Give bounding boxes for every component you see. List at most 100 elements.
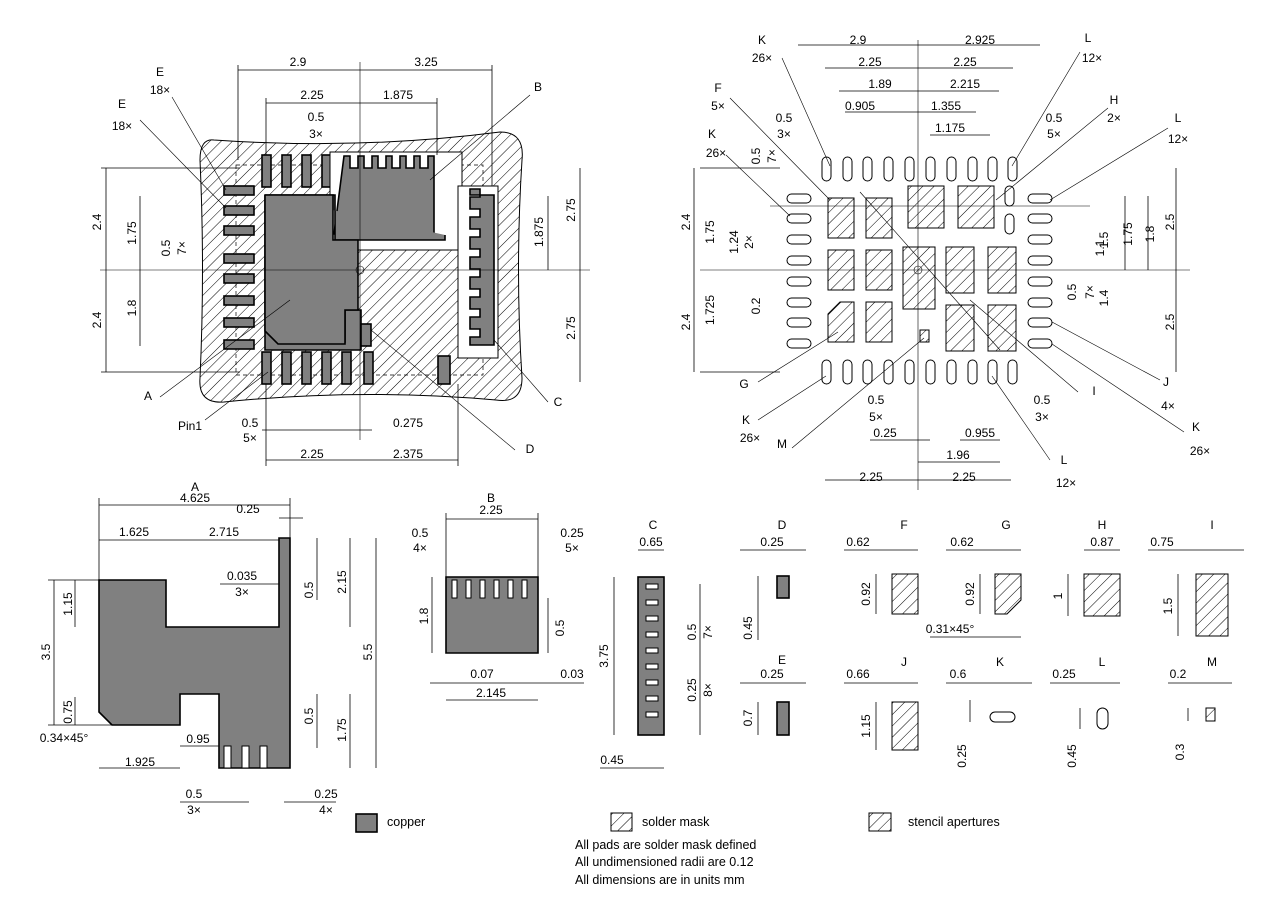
dim-text: 0.5 — [1046, 111, 1063, 125]
dim-text: 2.25 — [300, 447, 324, 461]
dim-text: 3× — [1035, 410, 1049, 424]
dim-text: 5× — [565, 541, 579, 555]
dim-text: 3.25 — [414, 55, 438, 69]
callout-label: J — [1163, 375, 1169, 389]
legend: copper solder mask stencil apertures All… — [355, 812, 1000, 887]
dim-text: 0.5 — [1034, 393, 1051, 407]
callout-label: 12× — [1056, 476, 1076, 490]
callout-label: K — [758, 33, 766, 47]
note-line: All pads are solder mask defined — [575, 838, 756, 852]
detail-b: B 2.25 0.5 4× 0.25 5× 1.8 0.5 0.07 0.03 … — [412, 491, 584, 701]
detail-label: M — [1207, 655, 1217, 669]
detail-label: E — [778, 653, 786, 667]
dim-text: 0.45 — [1065, 744, 1079, 768]
detail-label: A — [191, 480, 199, 494]
callout-label: 12× — [1082, 51, 1102, 65]
callout-label: A — [144, 389, 152, 403]
dim-text: 2.25 — [952, 470, 976, 484]
callout-label: E — [118, 97, 126, 111]
callout-label: K — [1192, 420, 1200, 434]
dim-text: 0.955 — [965, 426, 995, 440]
detail-label: H — [1098, 518, 1107, 532]
dim-text: 2.75 — [564, 316, 578, 340]
detail-m: M 0.2 0.3 — [1168, 655, 1232, 760]
dim-text: 7× — [701, 625, 715, 639]
callout-label: G — [739, 377, 748, 391]
callout-label: K — [742, 413, 750, 427]
dim-text: 8× — [701, 683, 715, 697]
dim-text: 3× — [187, 803, 201, 817]
dim-text: 0.5 — [302, 581, 316, 598]
callout-label: L — [1175, 111, 1182, 125]
dim-text: 5.5 — [361, 643, 375, 660]
dim-text: 1.15 — [859, 714, 873, 738]
dim-text: 0.87 — [1090, 535, 1114, 549]
dim-text: 1.8 — [125, 299, 139, 316]
dim-text: 1.24 — [727, 230, 741, 254]
dim-text: 2.9 — [850, 33, 867, 47]
dim-text: 1.8 — [1143, 225, 1157, 242]
solder-mask-swatch — [610, 812, 633, 832]
dim-text: 2.25 — [858, 55, 882, 69]
detail-label: F — [900, 518, 907, 532]
dim-text: 0.3 — [1173, 743, 1187, 760]
dim-text: 2.25 — [953, 55, 977, 69]
dim-text: 0.34×45° — [40, 731, 89, 745]
dim-text: 0.035 — [227, 569, 257, 583]
callout-label: 18× — [150, 83, 170, 97]
dim-text: 2.5 — [1163, 213, 1177, 230]
detail-label: L — [1099, 655, 1106, 669]
dim-text: 0.75 — [1150, 535, 1174, 549]
dim-text: 0.5 — [776, 111, 793, 125]
dim-text: 3× — [777, 127, 791, 141]
callout-label: L — [1085, 31, 1092, 45]
right-view: 2.9 2.925 2.25 2.25 1.89 2.215 0.905 1.3… — [679, 31, 1210, 490]
dim-text: 2.9 — [290, 55, 307, 69]
callout-label: B — [534, 80, 542, 94]
left-pads — [223, 185, 255, 350]
dim-text: 1.625 — [119, 525, 149, 539]
dim-text: 1 — [1051, 592, 1065, 599]
dim-text: 0.62 — [846, 535, 870, 549]
detail-c: C 0.65 3.75 0.5 7× 0.25 8× 0.45 — [597, 518, 715, 769]
dim-text: 0.25 — [760, 535, 784, 549]
dim-text: 0.25 — [955, 744, 969, 768]
dim-text: 7× — [175, 241, 189, 255]
dim-text: 5× — [1047, 127, 1061, 141]
dim-text: 0.6 — [950, 667, 967, 681]
dim-text: 0.5 — [553, 619, 567, 636]
detail-h: H 0.87 1 — [1051, 518, 1121, 617]
dim-text: 0.92 — [963, 582, 977, 606]
detail-label: J — [901, 655, 907, 669]
dim-text: 2.25 — [479, 503, 503, 517]
dim-text: 0.92 — [859, 582, 873, 606]
dim-text: 0.5 — [412, 526, 429, 540]
note-line: All dimensions are in units mm — [575, 873, 745, 887]
dim-text: 0.65 — [639, 535, 663, 549]
detail-label: D — [778, 518, 787, 532]
bottom-oval-pads — [821, 359, 1018, 385]
dim-text: 2.25 — [300, 88, 324, 102]
dim-text: 1.355 — [931, 99, 961, 113]
dim-text: 0.07 — [470, 667, 494, 681]
dim-text: 1.925 — [125, 755, 155, 769]
dim-text: 4× — [413, 541, 427, 555]
dim-text: 2× — [742, 235, 756, 249]
callout-label: I — [1092, 384, 1095, 398]
pad-c — [457, 185, 499, 359]
dim-text: 1.875 — [383, 88, 413, 102]
detail-i: I 0.75 1.5 — [1148, 518, 1244, 637]
dim-text: 2.925 — [965, 33, 995, 47]
dim-text: 2.375 — [393, 447, 423, 461]
dim-text: 1.1 — [1093, 239, 1107, 256]
legend-copper: copper — [387, 815, 425, 829]
callout-label: K — [708, 127, 716, 141]
dim-text: 0.5 — [186, 787, 203, 801]
bottom-pads — [261, 351, 451, 385]
callout-label: F — [714, 81, 721, 95]
top-oval-pads — [821, 156, 1018, 182]
dim-text: 0.25 — [1052, 667, 1076, 681]
callout-label: E — [156, 65, 164, 79]
dim-text: 3.5 — [39, 643, 53, 660]
